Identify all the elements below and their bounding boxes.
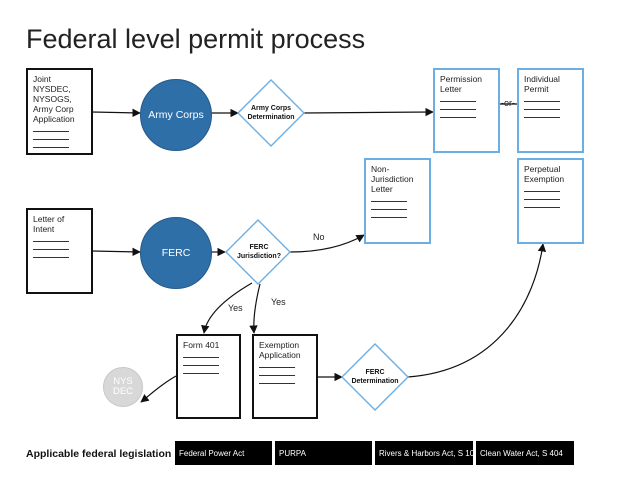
ferc-determination-label: FERC Determination [351,369,399,385]
arrow-yes-to-form-401 [201,282,253,334]
legislation-purpa: PURPA [275,441,372,465]
arrow-no-to-non-jurisdiction [289,234,365,253]
individual-permit-document: Individual Permit [517,68,584,153]
document-rule [33,257,69,258]
arrow-yes-to-exemption [249,283,261,334]
document-rule [440,117,476,118]
arrow-form-401-to-nys-dec [140,375,177,403]
nys-dec-label: NYS DEC [112,376,134,397]
page-title: Federal level permit process [26,24,366,54]
letter-of-intent-document: Letter of Intent [26,208,93,294]
document-rule [524,101,560,102]
legislation-rivers-harbors-act: Rivers & Harbors Act, S 10 [375,441,474,465]
document-rule [371,209,407,210]
army-corps-determination-diamond [237,79,305,147]
document-rule [524,117,560,118]
yes-form-401-edge-label: Yes [228,303,243,313]
arrow-letter-of-intent-to-ferc [91,247,141,257]
document-rule [524,191,560,192]
army-corps-node: Army Corps [140,79,212,151]
document-rule [33,249,69,250]
or-label: -or- [501,98,515,108]
non-jurisdiction-letter-document: Non-Jurisdiction Letter [364,158,431,244]
non-jurisdiction-letter-label: Non-Jurisdiction Letter [371,164,414,194]
permission-letter-document: Permission Letter [433,68,500,153]
document-rule [33,131,69,132]
nys-dec-node: NYS DEC [103,367,143,407]
document-rule [259,375,295,376]
exemption-application-document: Exemption Application [252,334,318,419]
perpetual-exemption-document: Perpetual Exemption [517,158,584,244]
ferc-node: FERC [140,217,212,289]
arrow-determination-to-permission-letter [302,107,434,117]
legislation-clean-water-act: Clean Water Act, S 404 [476,441,574,465]
ferc-jurisdiction-label: FERC Jurisdiction? [237,244,281,260]
document-rule [371,201,407,202]
legislation-title: Applicable federal legislation [26,448,172,460]
form-401-document: Form 401 [176,334,241,419]
document-rule [259,383,295,384]
document-rule [33,139,69,140]
permission-letter-label: Permission Letter [440,74,483,94]
document-rule [183,357,219,358]
document-rule [183,365,219,366]
no-edge-label: No [313,232,325,242]
document-rule [183,373,219,374]
joint-application-label: Joint NYSDEC, NYSOGS, Army Corp Applicat… [33,74,75,124]
arrow-application-to-army-corps [91,108,141,118]
letter-of-intent-label: Letter of Intent [33,214,65,234]
yes-exemption-edge-label: Yes [271,297,286,307]
document-rule [33,241,69,242]
form-401-label: Form 401 [183,340,220,350]
ferc-determination-diamond [341,343,409,411]
document-rule [524,207,560,208]
document-rule [440,109,476,110]
joint-application-document: Joint NYSDEC, NYSOGS, Army Corp Applicat… [26,68,93,155]
army-corps-determination-label: Army Corps Determination [247,105,295,121]
document-rule [259,367,295,368]
legislation-federal-power-act: Federal Power Act [175,441,272,465]
ferc-jurisdiction-diamond [225,219,291,285]
individual-permit-label: Individual Permit [524,74,560,94]
document-rule [33,147,69,148]
document-rule [371,217,407,218]
exemption-application-label: Exemption Application [259,340,301,360]
perpetual-exemption-label: Perpetual Exemption [524,164,565,184]
arrow-determination-to-perpetual-exemption [407,243,547,378]
document-rule [524,109,560,110]
document-rule [440,101,476,102]
document-rule [524,199,560,200]
